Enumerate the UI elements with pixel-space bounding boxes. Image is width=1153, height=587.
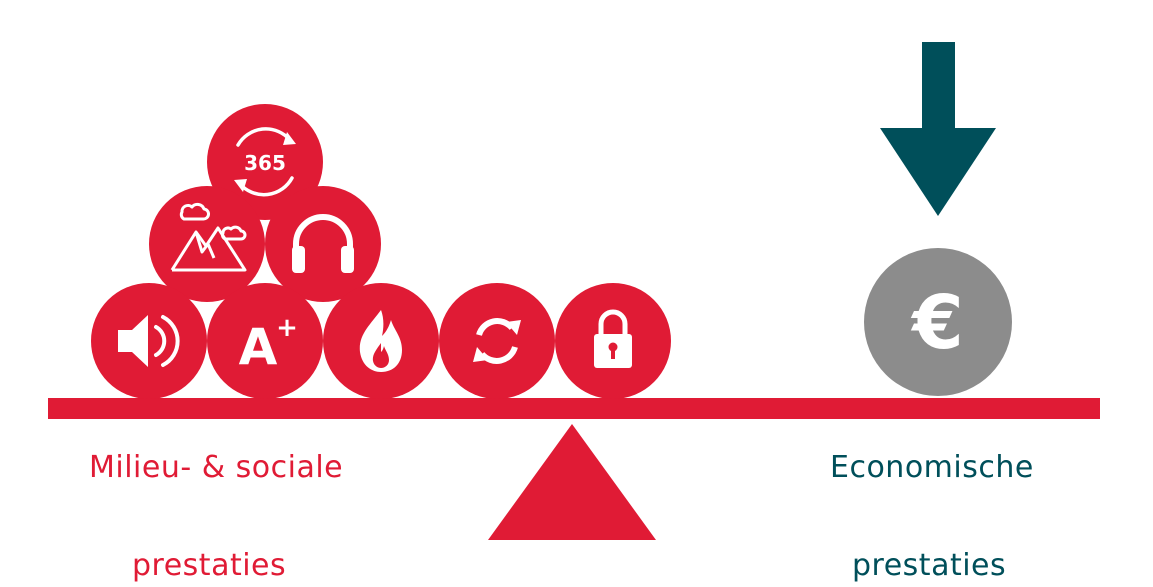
scale-fulcrum (488, 424, 656, 540)
circle-headphones (265, 186, 381, 302)
circle-365: 365 (207, 104, 323, 220)
recycle-icon (473, 318, 521, 364)
headphones-icon (292, 214, 354, 273)
energy-label-plus: + (276, 313, 298, 343)
circle-recycle (439, 283, 555, 399)
coin: € (864, 248, 1012, 396)
down-arrow-icon (880, 42, 996, 216)
circle-padlock (555, 283, 671, 399)
speaker-icon (118, 315, 180, 367)
caption-left-line1: Milieu- & sociale (89, 450, 344, 485)
circle-365-label: 365 (244, 151, 286, 175)
caption-left-line2: prestaties (132, 548, 287, 583)
padlock-icon (594, 309, 632, 368)
energy-label-letter: A (239, 318, 278, 376)
euro-icon: € (910, 280, 964, 366)
circle-flame (323, 283, 439, 399)
circle-energy-label: A + (207, 283, 323, 399)
scale-beam (48, 398, 1100, 419)
caption-right-line1: Economische (830, 450, 1034, 485)
caption-right-line2: prestaties (852, 548, 1007, 583)
circle-speaker (91, 283, 207, 399)
circle-mountain (149, 186, 265, 302)
energy-label-icon: A + (239, 313, 298, 376)
flame-icon (359, 310, 402, 372)
calendar-365-icon (234, 127, 296, 197)
mountain-icon (170, 202, 247, 272)
